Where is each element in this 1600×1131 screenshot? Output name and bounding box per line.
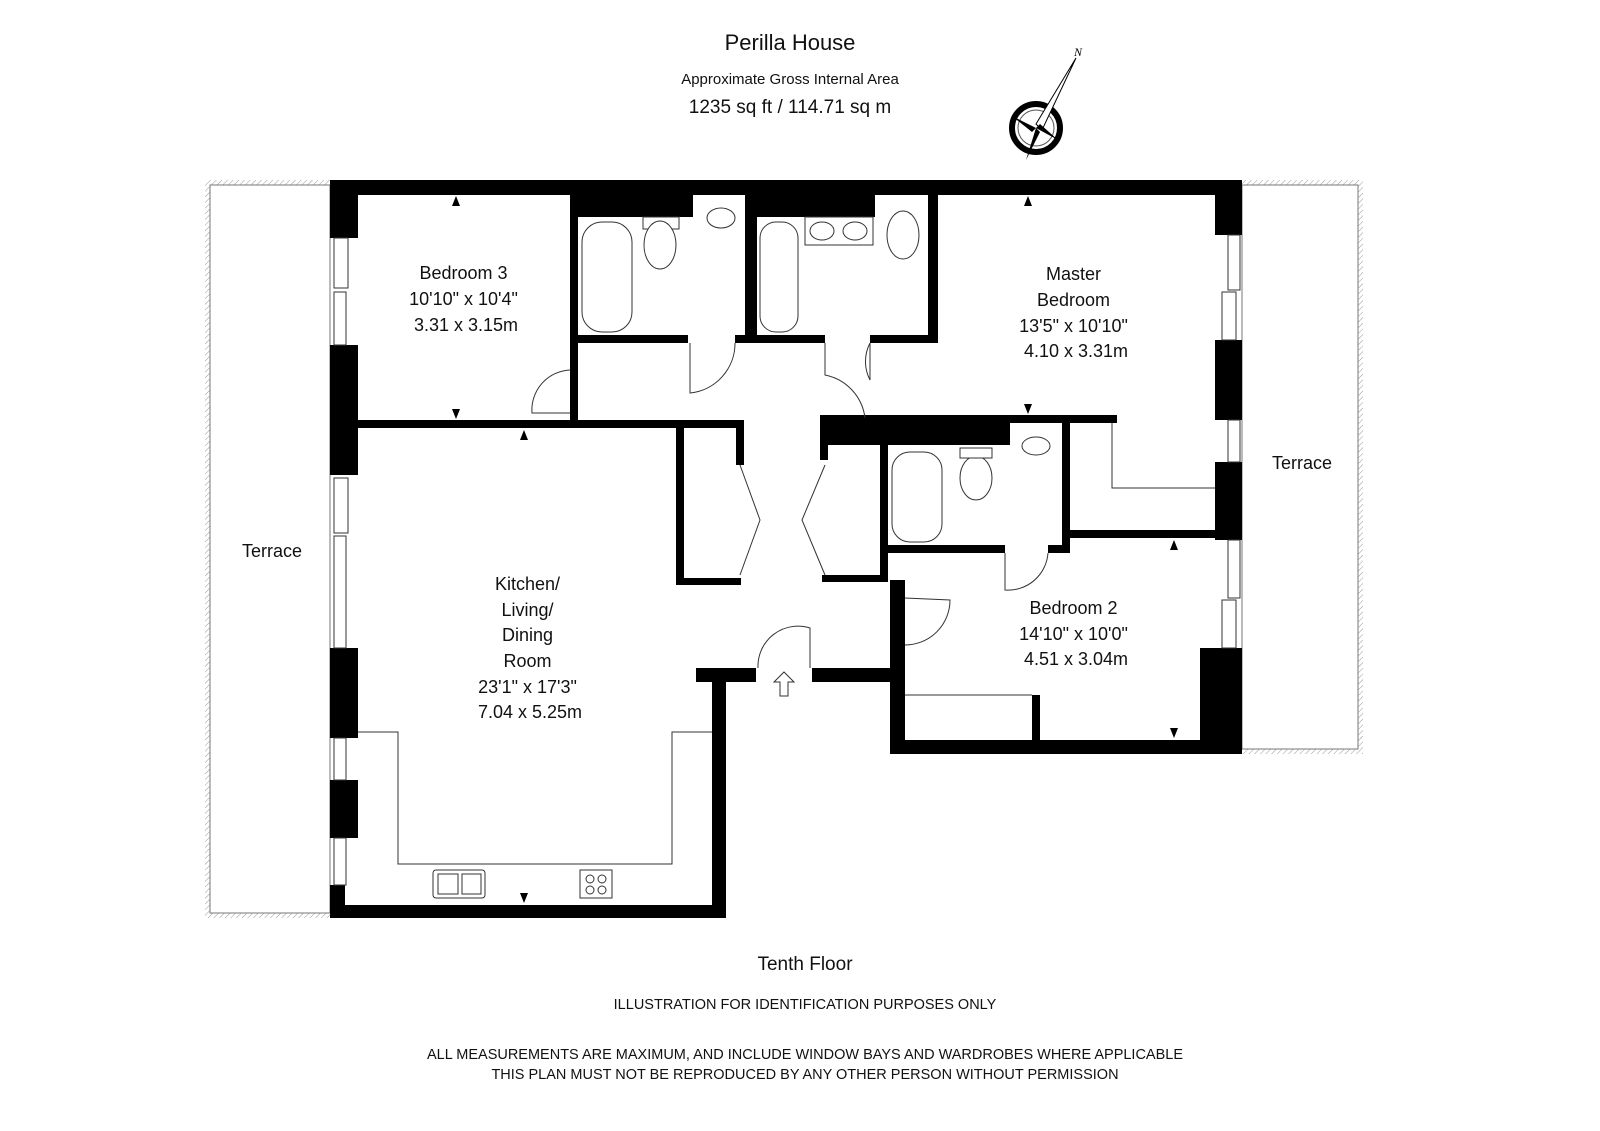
master-bedroom-label: Master Bedroom 13'5" x 10'10" 4.10 x 3.3… bbox=[1019, 264, 1133, 361]
disclaimer-measurements: ALL MEASUREMENTS ARE MAXIMUM, AND INCLUD… bbox=[426, 1047, 1184, 1063]
disclaimer-identification: ILLUSTRATION FOR IDENTIFICATION PURPOSES… bbox=[613, 997, 997, 1013]
compass-icon: N bbox=[1009, 45, 1083, 160]
kitchen-living-label: Kitchen/ Living/ Dining Room 23'1" x 17'… bbox=[478, 574, 582, 722]
terrace-left-label: Terrace bbox=[242, 541, 302, 561]
floor-label: Tenth Floor bbox=[757, 954, 853, 975]
entrance-arrow-icon bbox=[772, 671, 796, 697]
terrace-right bbox=[1241, 180, 1363, 754]
bathroom-fixtures bbox=[581, 207, 1051, 543]
walls bbox=[330, 180, 1242, 918]
windows bbox=[333, 234, 1241, 886]
disclaimer-reproduction: THIS PLAN MUST NOT BE REPRODUCED BY ANY … bbox=[491, 1067, 1119, 1083]
terrace-right-label: Terrace bbox=[1272, 453, 1332, 473]
door-swings bbox=[531, 342, 1215, 696]
property-title: Perilla House bbox=[724, 30, 856, 55]
bedroom3-label: Bedroom 3 10'10" x 10'4" 3.31 x 3.15m bbox=[409, 263, 523, 335]
kitchen-units bbox=[358, 731, 712, 899]
area-subtitle: Approximate Gross Internal Area bbox=[681, 71, 899, 88]
bedroom2-label: Bedroom 2 14'10" x 10'0" 4.51 x 3.04m bbox=[1019, 598, 1133, 669]
dimension-arrows bbox=[452, 196, 1178, 903]
compass-north-label: N bbox=[1073, 45, 1083, 59]
terrace-left bbox=[205, 180, 331, 918]
area-value: 1235 sq ft / 114.71 sq m bbox=[688, 97, 892, 118]
